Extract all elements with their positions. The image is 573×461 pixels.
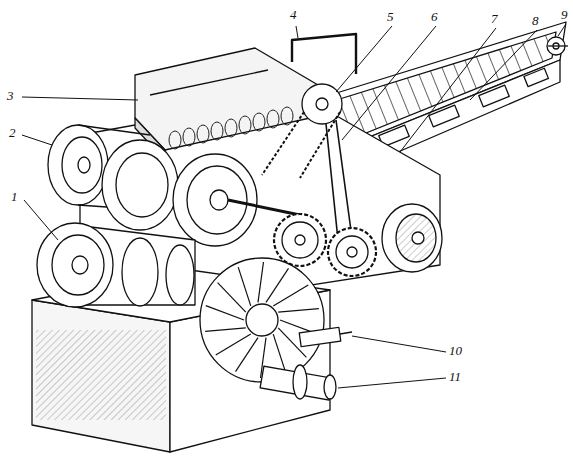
callout-number: 6 bbox=[430, 10, 439, 23]
callout-number: 7 bbox=[490, 12, 499, 25]
callout-number: 8 bbox=[531, 14, 540, 27]
callout-number: 9 bbox=[560, 8, 569, 21]
callout-number: 5 bbox=[386, 10, 395, 23]
leader-lines bbox=[22, 24, 566, 388]
callout-number: 4 bbox=[289, 8, 298, 21]
callout-number: 2 bbox=[8, 126, 17, 139]
callout-number: 1 bbox=[10, 190, 19, 203]
callout-number: 11 bbox=[448, 370, 462, 383]
callout-number: 3 bbox=[6, 89, 15, 102]
callout-number: 10 bbox=[448, 344, 463, 357]
